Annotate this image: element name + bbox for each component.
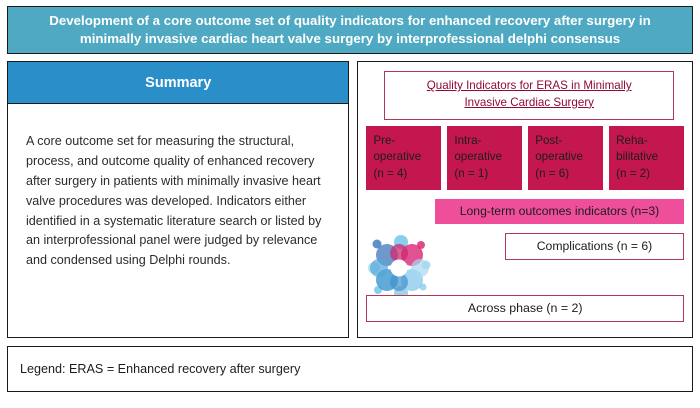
summary-body-text: A core outcome set for measuring the str…: [26, 134, 322, 268]
complications-box: Complications (n = 6): [505, 232, 684, 260]
overlapping-circles-heart-logo: [368, 235, 434, 301]
phase-box-rehabilitative: Reha- bilitative (n = 2): [609, 125, 685, 190]
diagram-header: Quality Indicators for ERAS in Minimally…: [384, 71, 674, 120]
phase-count: (n = 6): [535, 166, 570, 180]
phase-label-line-1: Reha-: [616, 133, 648, 147]
page-title: Development of a core outcome set of qua…: [7, 6, 693, 54]
phase-count: (n = 1): [454, 166, 489, 180]
phase-boxes-row: Pre- operative (n = 4) Intra- operative …: [366, 125, 685, 190]
phase-box-preoperative: Pre- operative (n = 4): [366, 125, 442, 190]
diagram-header-line-1: Quality Indicators for ERAS in Minimally: [426, 79, 632, 92]
quality-indicators-diagram: Quality Indicators for ERAS in Minimally…: [357, 61, 693, 338]
complications-row: Complications (n = 6): [366, 232, 684, 260]
summary-header: Summary: [8, 62, 349, 104]
legend: Legend: ERAS = Enhanced recovery after s…: [7, 346, 693, 392]
phase-label-line-2: operative: [373, 150, 422, 164]
long-term-row: Long-term outcomes indicators (n=3): [366, 198, 684, 224]
summary-card: Summary A core outcome set for measuring…: [7, 61, 350, 338]
content-row: Summary A core outcome set for measuring…: [7, 61, 693, 338]
phase-label-line-1: Post-: [535, 133, 563, 147]
phase-label-line-1: Intra-: [454, 133, 482, 147]
phase-box-intraoperative: Intra- operative (n = 1): [447, 125, 523, 190]
long-term-outcomes-bar: Long-term outcomes indicators (n=3): [435, 198, 684, 224]
across-phase-bar: Across phase (n = 2): [366, 295, 684, 322]
phase-box-postoperative: Post- operative (n = 6): [528, 125, 604, 190]
phase-label-line-2: operative: [454, 150, 503, 164]
phase-label-line-2: operative: [535, 150, 583, 164]
phase-count: (n = 4): [373, 166, 408, 180]
phase-label-line-1: Pre-: [373, 133, 396, 147]
phase-label-line-2: bilitative: [616, 150, 659, 164]
phase-count: (n = 2): [616, 166, 650, 180]
diagram-header-line-2: Invasive Cardiac Surgery: [464, 95, 594, 109]
